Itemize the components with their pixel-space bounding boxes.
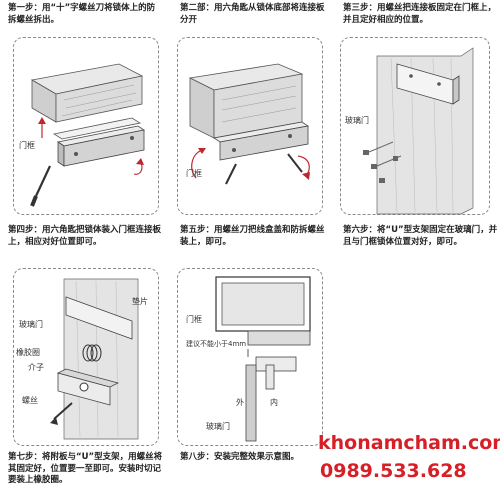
step-4-title: 第四步：用六角匙把锁体装入门框连接板上，相应对好位置即可。 — [8, 225, 162, 247]
step-8-panel: 门框 建议不能小于4mm 外 内 玻璃门 — [177, 268, 323, 446]
glass-door-label-8: 玻璃门 — [206, 422, 230, 431]
step-2-panel: 门框 — [177, 37, 323, 215]
inside-label-8: 内 — [270, 398, 278, 407]
step-3-title: 第三步：用螺丝把连接板固定在门框上，并且定好相应的位置。 — [343, 3, 497, 25]
step-6-area — [340, 268, 490, 428]
step-5-title: 第五步：用螺丝刀把线盒盖和防拆螺丝装上，即可。 — [180, 225, 325, 247]
step-8-illustration — [215, 276, 311, 442]
brand-site: khonamcham.com — [318, 432, 500, 454]
step-8-title: 第八步：安装完整效果示意图。 — [180, 452, 300, 462]
screw-label-7: 螺丝 — [22, 396, 38, 405]
step-1-panel: 门框 — [13, 37, 159, 215]
step-1-title: 第一步：用“十”字螺丝刀将锁体上的防拆螺丝拆出。 — [8, 3, 156, 25]
gap-note-8: 建议不能小于4mm — [186, 340, 247, 348]
step-2-illustration — [188, 63, 310, 185]
outside-label-8: 外 — [236, 398, 244, 407]
step-2-title: 第二部：用六角匙从锁体底部将连接板分开 — [180, 3, 325, 25]
step-7-title: 第七步：将附板与“U”型支架，用螺丝将其固定好，位置要一至即可。安装时切记要装上… — [8, 452, 163, 485]
shim-label-7: 垫片 — [132, 297, 148, 306]
step-3-illustration — [363, 47, 474, 215]
glass-door-label-7: 玻璃门 — [19, 320, 43, 329]
brand-phone: 0989.533.628 — [320, 460, 467, 482]
step-1-illustration — [30, 63, 146, 207]
step-3-panel: 玻璃门 — [340, 37, 490, 215]
glass-door-label-3: 玻璃门 — [345, 116, 369, 125]
step-6-title: 第六步：将“U”型支架固定在玻璃门，并且与门框锁体位置对好，即可。 — [343, 225, 498, 247]
rubber-ring-label-7: 橡胶圈 — [16, 348, 40, 357]
door-frame-label-1: 门框 — [19, 141, 35, 150]
door-frame-label-8: 门框 — [186, 315, 202, 324]
door-frame-label-2: 门框 — [186, 169, 202, 178]
step-7-illustration — [50, 278, 139, 440]
spacer-label-7: 介子 — [28, 363, 44, 372]
step-7-panel: 垫片 玻璃门 橡胶圈 介子 螺丝 — [13, 268, 159, 446]
